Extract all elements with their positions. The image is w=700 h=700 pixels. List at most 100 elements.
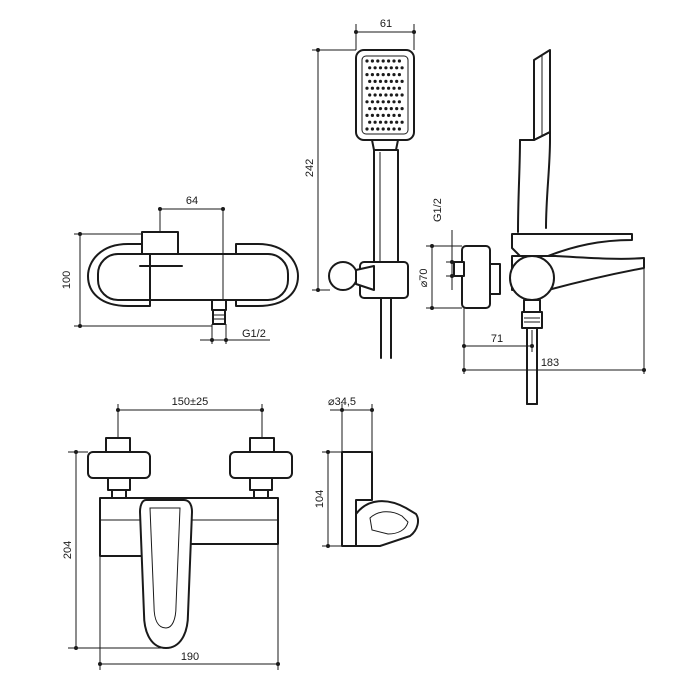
- dim-front-height: 204: [62, 541, 74, 559]
- shower-nozzle: [397, 73, 401, 77]
- shower-nozzle: [397, 86, 401, 90]
- shower-nozzle: [368, 66, 372, 70]
- dim-hand-width: 61: [380, 18, 392, 30]
- shower-nozzle: [395, 93, 399, 97]
- shower-nozzle: [381, 113, 385, 117]
- shower-nozzle: [392, 86, 396, 90]
- shower-nozzle: [378, 107, 383, 111]
- shower-nozzle: [376, 73, 380, 77]
- dim-side-offset: 71: [491, 333, 503, 345]
- shower-nozzle: [400, 120, 404, 124]
- shower-nozzle: [370, 127, 374, 131]
- shower-nozzle: [392, 100, 396, 104]
- shower-nozzle: [365, 127, 369, 131]
- shower-nozzle: [389, 120, 393, 124]
- dim-holder-diameter: ⌀34,5: [328, 396, 356, 408]
- shower-nozzle: [384, 93, 388, 97]
- shower-nozzle: [381, 59, 385, 63]
- dim-holder-height: 104: [314, 490, 326, 508]
- dim-side-diameter: ⌀70: [418, 269, 430, 288]
- shower-nozzle: [376, 100, 380, 104]
- shower-nozzle: [389, 66, 393, 70]
- shower-nozzle: [370, 86, 374, 90]
- shower-nozzle: [370, 100, 374, 104]
- shower-nozzle: [370, 113, 374, 117]
- shower-nozzle: [376, 113, 380, 117]
- shower-nozzle: [395, 107, 399, 111]
- hand-shower-dimensions: [312, 24, 416, 292]
- shower-nozzle: [389, 79, 393, 83]
- shower-nozzle: [381, 100, 385, 104]
- top-view-dimensions: [74, 207, 270, 344]
- shower-nozzle: [368, 93, 372, 97]
- hand-shower-front: [328, 49, 415, 359]
- shower-nozzle: [387, 73, 391, 77]
- shower-nozzle: [392, 73, 396, 77]
- dim-top-height: 100: [61, 271, 73, 289]
- shower-nozzle: [368, 120, 372, 124]
- shower-nozzle: [392, 59, 396, 63]
- shower-nozzle: [370, 73, 374, 77]
- shower-nozzle: [365, 86, 369, 90]
- shower-nozzle: [384, 107, 388, 111]
- shower-nozzle: [395, 120, 399, 124]
- shower-nozzle: [378, 93, 383, 97]
- front-view-mixer: [87, 437, 419, 649]
- shower-nozzle: [373, 66, 377, 70]
- shower-nozzle: [384, 66, 388, 70]
- shower-nozzle: [400, 93, 404, 97]
- shower-nozzle: [376, 127, 380, 131]
- dim-top-width: 64: [186, 195, 198, 207]
- shower-nozzle: [400, 107, 404, 111]
- shower-nozzle: [392, 113, 396, 117]
- dim-side-inlet: G1/2: [432, 198, 444, 222]
- shower-nozzle: [389, 93, 393, 97]
- shower-nozzle: [395, 79, 399, 83]
- shower-nozzle: [389, 107, 393, 111]
- dim-front-width: 190: [181, 651, 199, 663]
- dim-side-depth: 183: [541, 357, 559, 369]
- side-view-dimensions: [426, 230, 646, 374]
- shower-nozzle: [397, 59, 401, 63]
- shower-nozzle: [365, 113, 369, 117]
- shower-nozzle: [368, 107, 372, 111]
- shower-nozzle: [365, 59, 369, 63]
- shower-nozzle: [365, 100, 369, 104]
- dim-front-spacing: 150±25: [172, 396, 209, 408]
- shower-nozzle: [397, 127, 401, 131]
- shower-nozzle: [387, 127, 391, 131]
- shower-nozzle: [368, 79, 372, 83]
- shower-nozzle: [373, 93, 377, 97]
- shower-nozzle: [373, 79, 377, 83]
- shower-nozzle: [397, 100, 401, 104]
- shower-nozzle: [397, 113, 401, 117]
- shower-nozzle: [395, 66, 399, 70]
- shower-nozzle: [378, 66, 383, 70]
- shower-nozzle: [373, 120, 377, 124]
- shower-nozzle: [387, 86, 391, 90]
- shower-nozzle: [392, 127, 396, 131]
- shower-nozzles: [365, 59, 404, 131]
- dim-hand-length: 242: [304, 159, 316, 177]
- shower-nozzle: [378, 120, 383, 124]
- shower-nozzle: [376, 59, 380, 63]
- top-view-mixer: [87, 231, 299, 325]
- shower-nozzle: [381, 73, 385, 77]
- shower-nozzle: [400, 66, 404, 70]
- shower-nozzle: [381, 127, 385, 131]
- shower-nozzle: [370, 59, 374, 63]
- side-view-mixer: [453, 49, 645, 405]
- shower-nozzle: [378, 79, 383, 83]
- front-view-dimensions: [68, 404, 374, 670]
- shower-nozzle: [387, 113, 391, 117]
- shower-nozzle: [387, 100, 391, 104]
- dim-top-inlet: G1/2: [242, 328, 266, 340]
- shower-nozzle: [376, 86, 380, 90]
- shower-nozzle: [400, 79, 404, 83]
- shower-nozzle: [384, 120, 388, 124]
- shower-nozzle: [387, 59, 391, 63]
- shower-nozzle: [365, 73, 369, 77]
- shower-nozzle: [381, 86, 385, 90]
- shower-nozzle: [384, 79, 388, 83]
